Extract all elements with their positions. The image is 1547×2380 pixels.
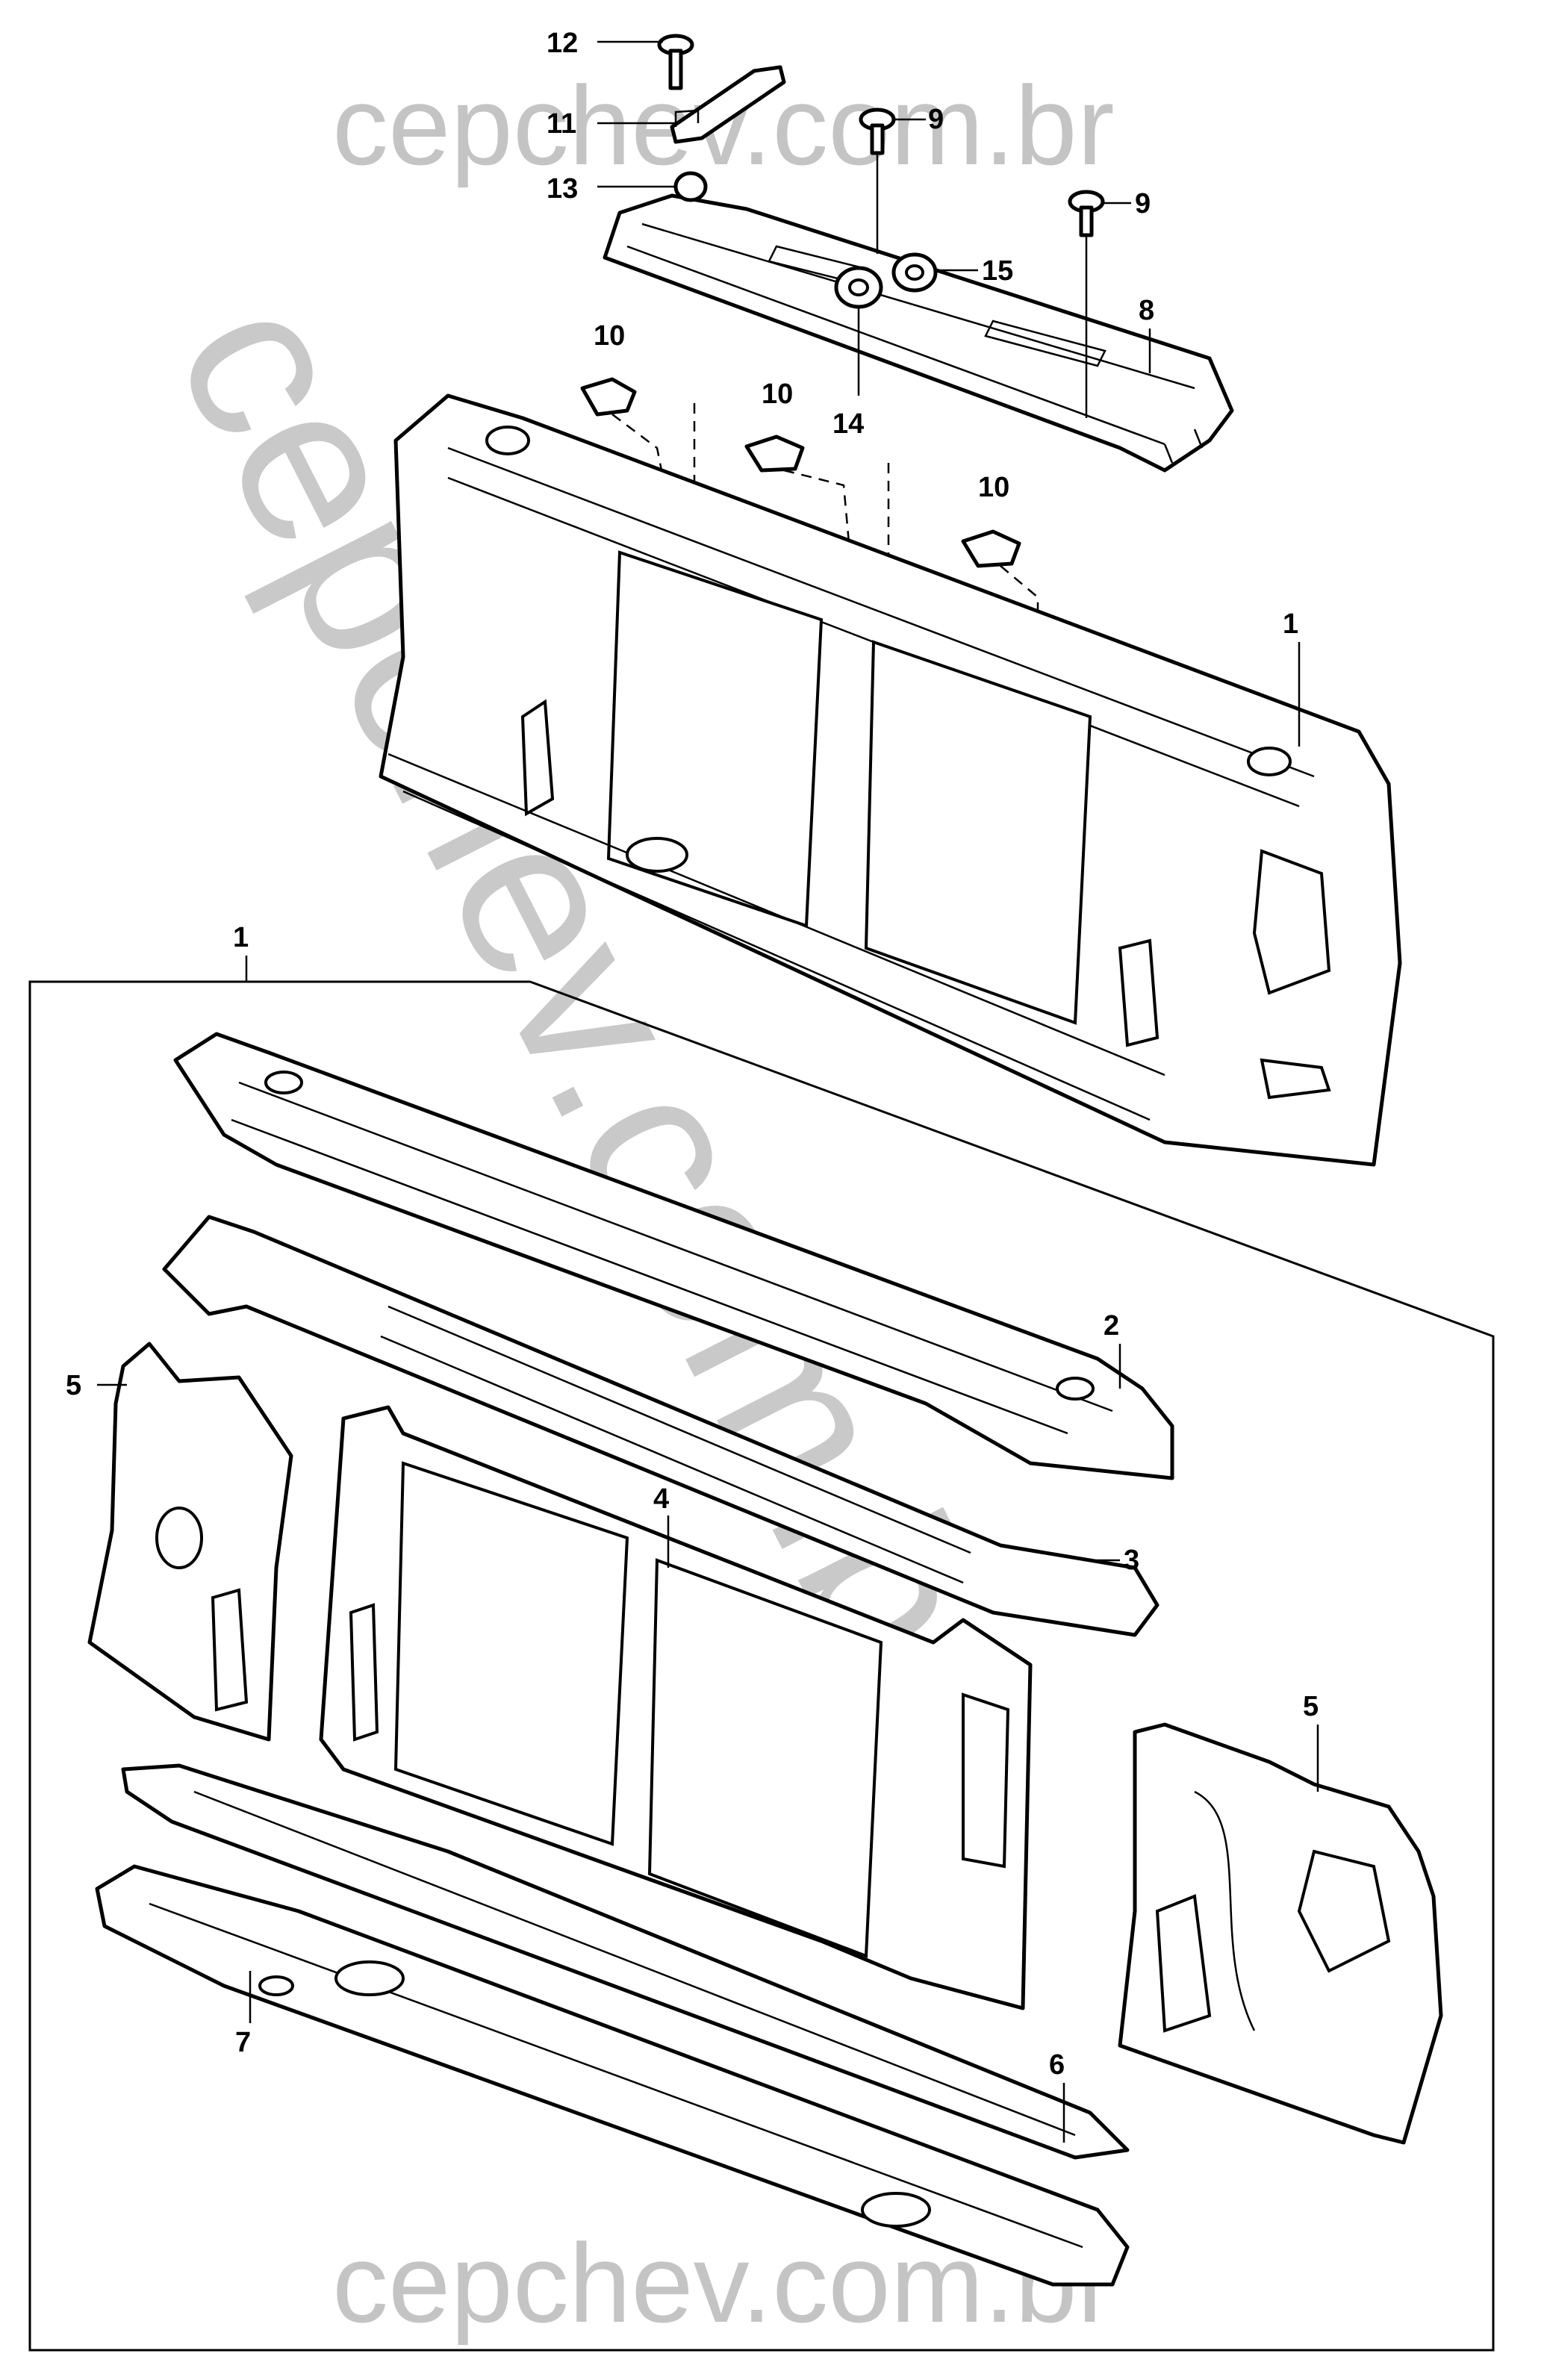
bolt-12 (657, 34, 694, 90)
radiator-support-assembly (379, 393, 1402, 1167)
grommet-14 (834, 266, 883, 309)
callout-10-b: 10 (762, 379, 793, 410)
callout-8: 8 (1139, 295, 1154, 326)
callout-2: 2 (1104, 1310, 1119, 1342)
exploded-view-frame (28, 980, 1495, 2352)
callout-7: 7 (235, 2027, 251, 2058)
callout-10-c: 10 (978, 472, 1009, 503)
callout-11: 11 (547, 108, 576, 140)
callout-13: 13 (547, 173, 578, 205)
callout-9-b: 9 (1135, 188, 1151, 219)
upper-tie-bar (173, 1032, 1174, 1480)
callout-5-right: 5 (1303, 1691, 1319, 1722)
callout-3: 3 (1124, 1545, 1139, 1576)
callout-1-assembly: 1 (1283, 608, 1298, 640)
callout-1-exploded: 1 (233, 922, 249, 953)
lower-shield-bar (95, 1864, 1130, 2287)
callout-5-left: 5 (66, 1370, 81, 1401)
callout-15: 15 (982, 255, 1013, 287)
bolt-9-b (1068, 190, 1105, 418)
inner-tie-bar (162, 1215, 1160, 1637)
callout-12: 12 (547, 28, 578, 59)
clip-nut-13 (673, 171, 708, 202)
upper-cover-panel (603, 193, 1234, 473)
clip-nut-10-a (580, 377, 637, 417)
callout-14: 14 (832, 408, 864, 440)
lower-tie-bar (121, 1763, 1130, 2160)
mounting-bracket (670, 65, 786, 144)
grommet-15 (891, 252, 938, 293)
right-side-panel (1118, 1722, 1443, 2145)
clip-nut-10-b (744, 434, 805, 473)
callout-4: 4 (653, 1483, 669, 1515)
callout-10-a: 10 (594, 320, 625, 352)
bolt-9-a (859, 108, 896, 254)
left-side-panel (87, 1342, 293, 1742)
clip-nut-10-c (961, 529, 1021, 568)
radiator-core-panel (319, 1405, 1033, 2010)
callout-9-a: 9 (928, 104, 944, 135)
callout-6: 6 (1049, 2049, 1065, 2081)
